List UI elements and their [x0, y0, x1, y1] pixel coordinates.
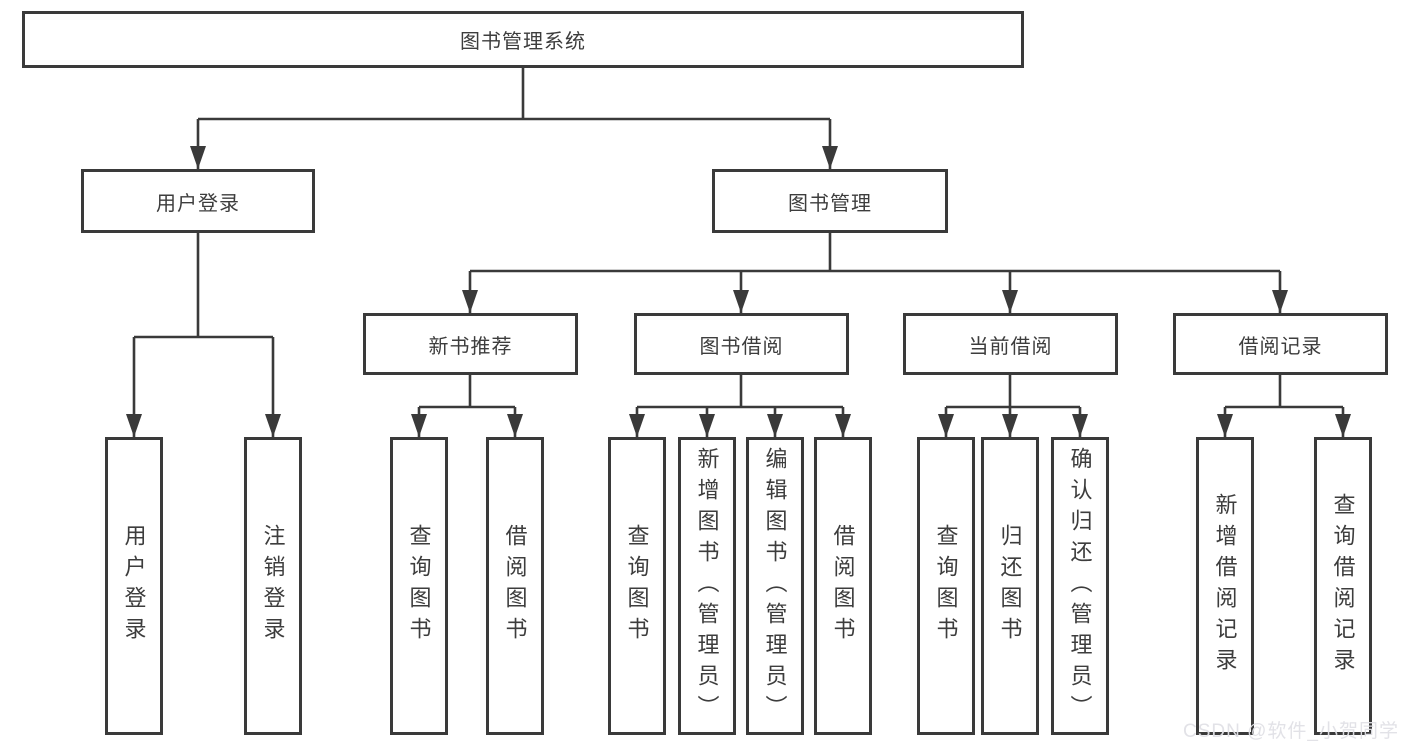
leaf-current-return-label: 归还图书 [997, 524, 1023, 648]
leaf-current-confirm-admin-label: 确认归还（管理员） [1067, 446, 1093, 726]
leaf-borrow-edit-admin: 编辑图书（管理员） [746, 437, 804, 735]
node-new-book-recommend-label: 新书推荐 [428, 335, 513, 358]
leaf-record-query-label: 查询借阅记录 [1330, 493, 1356, 679]
leaf-borrow-borrow-label: 借阅图书 [830, 524, 856, 648]
leaf-newbook-borrow: 借阅图书 [486, 437, 544, 735]
leaf-borrow-add-admin: 新增图书（管理员） [678, 437, 736, 735]
node-library-system: 图书管理系统 [22, 11, 1024, 68]
node-user-login-label: 用户登录 [156, 192, 240, 215]
node-book-management-label: 图书管理 [788, 192, 872, 215]
leaf-borrow-edit-admin-label: 编辑图书（管理员） [762, 446, 788, 726]
leaf-borrow-query: 查询图书 [608, 437, 666, 735]
leaf-record-add: 新增借阅记录 [1196, 437, 1254, 735]
node-borrow-records-label: 借阅记录 [1238, 335, 1323, 358]
leaf-newbook-query: 查询图书 [390, 437, 448, 735]
leaf-logout-label: 注销登录 [260, 524, 286, 648]
node-book-management: 图书管理 [712, 169, 948, 233]
leaf-record-query: 查询借阅记录 [1314, 437, 1372, 735]
leaf-borrow-query-label: 查询图书 [624, 524, 650, 648]
leaf-current-query-label: 查询图书 [933, 524, 959, 648]
leaf-newbook-borrow-label: 借阅图书 [502, 524, 528, 648]
leaf-logout: 注销登录 [244, 437, 302, 735]
leaf-borrow-borrow: 借阅图书 [814, 437, 872, 735]
node-library-system-label: 图书管理系统 [460, 31, 586, 53]
node-user-login: 用户登录 [81, 169, 315, 233]
node-book-borrow-label: 图书借阅 [699, 335, 784, 358]
leaf-current-confirm-admin: 确认归还（管理员） [1051, 437, 1109, 735]
leaf-current-return: 归还图书 [981, 437, 1039, 735]
leaf-current-query: 查询图书 [917, 437, 975, 735]
leaf-newbook-query-label: 查询图书 [406, 524, 432, 648]
node-book-borrow: 图书借阅 [634, 313, 849, 375]
leaf-record-add-label: 新增借阅记录 [1212, 493, 1238, 679]
node-new-book-recommend: 新书推荐 [363, 313, 578, 375]
leaf-user-login-label: 用户登录 [121, 524, 147, 648]
csdn-watermark: CSDN @软件_小贺同学 [1183, 721, 1399, 742]
node-current-borrow-label: 当前借阅 [968, 335, 1053, 358]
leaf-user-login: 用户登录 [105, 437, 163, 735]
node-borrow-records: 借阅记录 [1173, 313, 1388, 375]
leaf-borrow-add-admin-label: 新增图书（管理员） [694, 446, 720, 726]
node-current-borrow: 当前借阅 [903, 313, 1118, 375]
